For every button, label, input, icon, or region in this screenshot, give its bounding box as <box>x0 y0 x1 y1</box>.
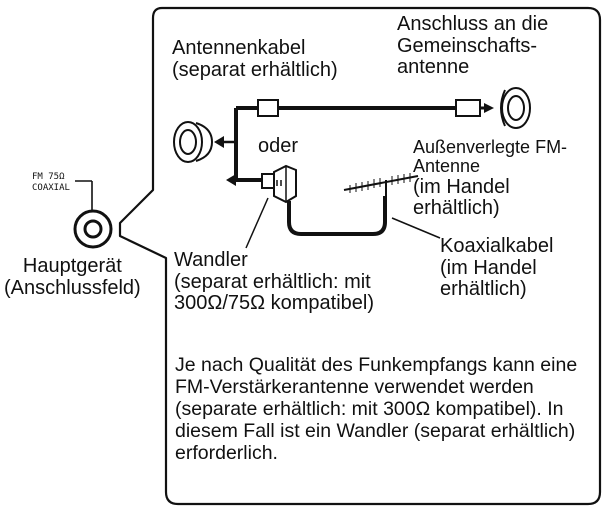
booster-antenna-note: Je nach Qualität des Funkempfangs kann e… <box>175 354 578 465</box>
converter-icon <box>261 164 297 204</box>
jack-label-line2: COAXIAL <box>32 183 70 194</box>
outdoor-antenna-line3: (im Handel <box>413 175 510 198</box>
coax-cable-line2: (im Handel <box>440 256 537 279</box>
coax-cable-line3: erhältlich) <box>440 278 527 301</box>
community-antenna-label: Anschluss an die Gemeinschafts- antenne <box>397 13 549 79</box>
cable-plug-right <box>455 99 481 117</box>
coax-cable-label: Koaxialkabel (im Handel erhältlich) <box>440 235 554 301</box>
outdoor-antenna-label: Außenverlegte FM- Antenne (im Handel erh… <box>413 137 568 220</box>
jack-label: FM 75Ω COAXIAL <box>32 172 70 195</box>
or-label: oder <box>258 135 299 157</box>
converter-line1: Wandler <box>174 249 248 271</box>
converter-line2: (separat erhältlich: mit <box>174 270 371 293</box>
coax-cable-line1: Koaxialkabel <box>440 235 554 257</box>
outdoor-antenna-line1: Außenverlegte FM- <box>413 137 568 157</box>
fm-coaxial-jack <box>73 209 113 249</box>
arrow-into-converter <box>226 174 236 186</box>
antenna-cable-label: Antennenkabel (separat erhältlich) <box>172 37 338 81</box>
community-antenna-line3: antenne <box>397 56 470 79</box>
antenna-socket-icon <box>173 121 214 163</box>
antenna-cable-line2: (separat erhältlich) <box>172 58 338 81</box>
jack-label-line1: FM 75Ω <box>32 172 65 182</box>
cable-plug-left <box>257 99 279 117</box>
community-antenna-line1: Anschluss an die <box>397 13 549 35</box>
main-unit-line1: Hauptgerät <box>22 255 122 277</box>
community-antenna-line2: Gemeinschafts- <box>397 34 538 57</box>
coaxial-cable-line <box>287 196 387 236</box>
arrow-into-wall-socket <box>484 103 494 113</box>
antenna-cable-line1: Antennenkabel <box>172 37 306 59</box>
converter-line3: 300Ω/75Ω kompatibel) <box>174 292 375 315</box>
converter-leader-line <box>245 197 269 249</box>
outdoor-antenna-line2: Antenne <box>413 156 481 177</box>
fm-antenna-icon <box>343 173 419 196</box>
wall-socket-icon <box>500 87 531 129</box>
converter-label: Wandler (separat erhältlich: mit 300Ω/75… <box>174 249 375 315</box>
main-unit-line2: (Anschlussfeld) <box>4 276 141 299</box>
coax-leader-line <box>391 217 441 239</box>
outdoor-antenna-line4: erhältlich) <box>413 197 500 220</box>
arrow-into-socket <box>214 136 224 148</box>
callout-frame <box>118 6 602 506</box>
main-unit-label: Hauptgerät (Anschlussfeld) <box>4 255 141 299</box>
